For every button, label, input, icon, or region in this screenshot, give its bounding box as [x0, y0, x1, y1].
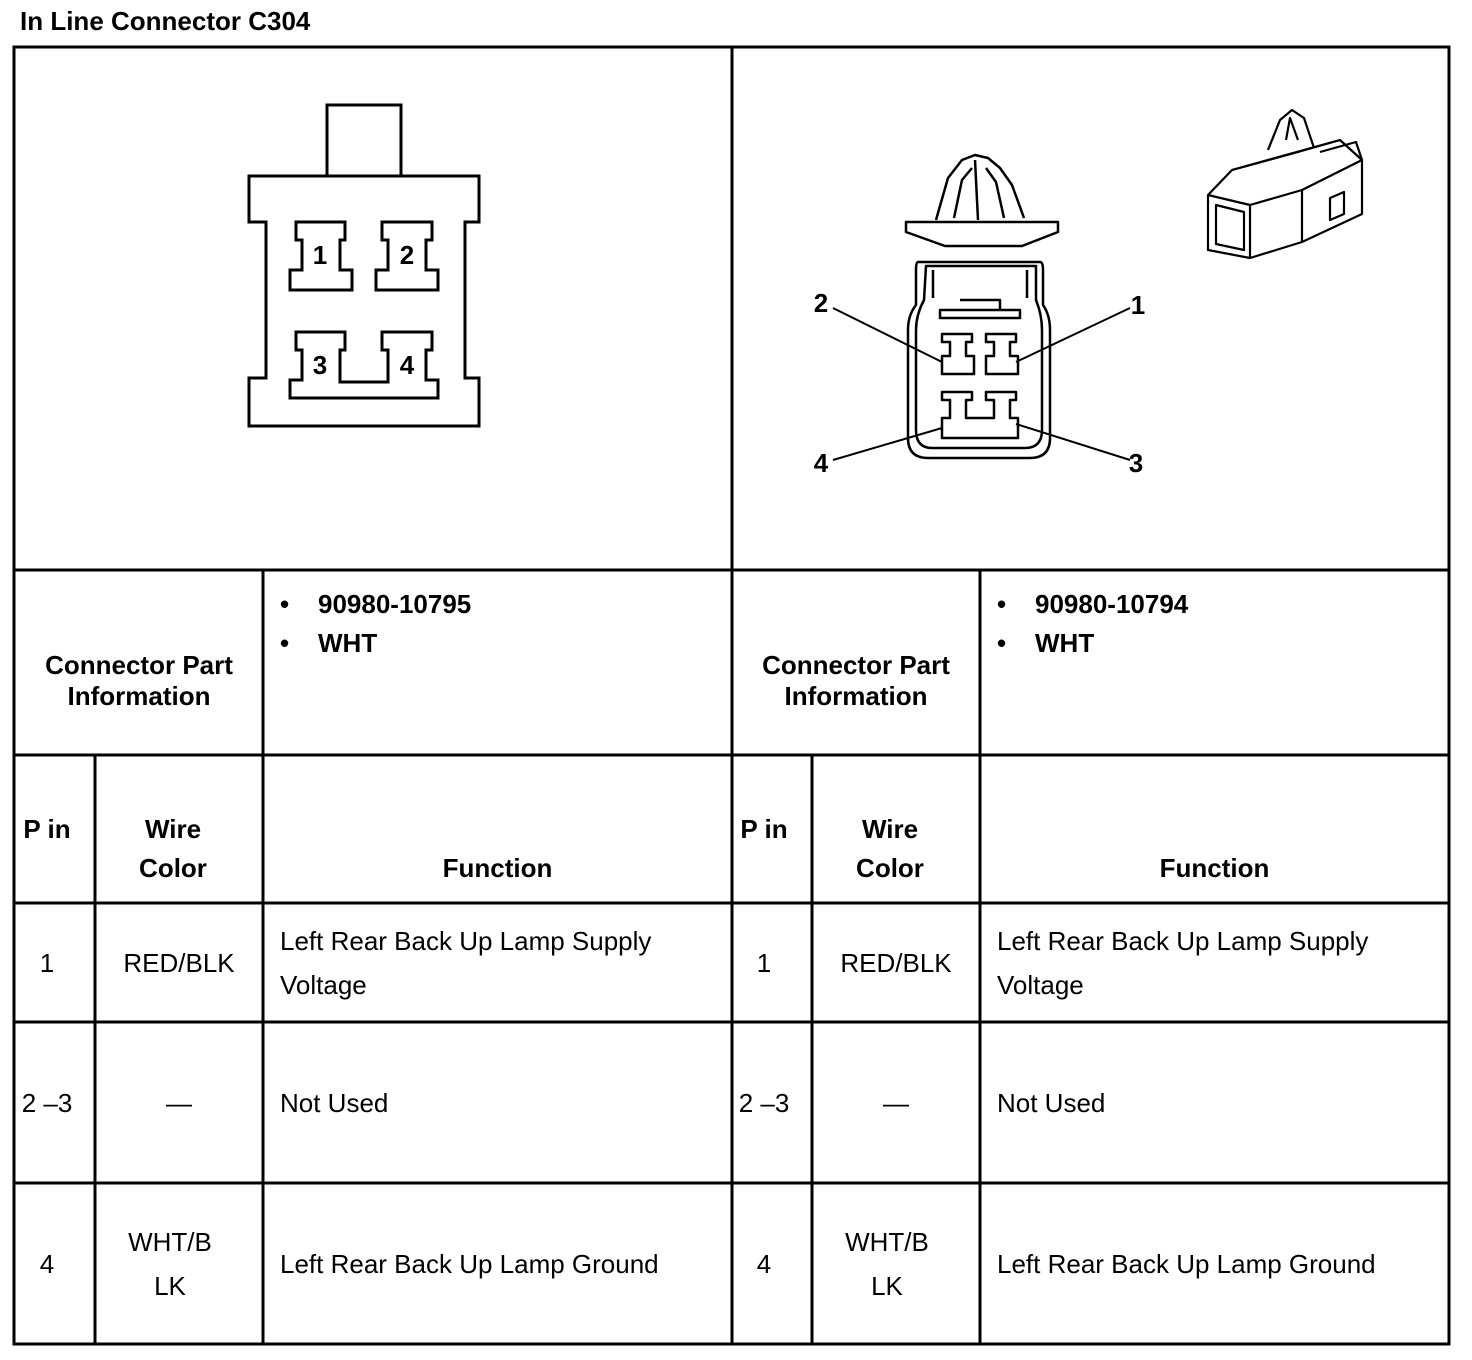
page-title: In Line Connector C304: [20, 6, 311, 36]
part-number: 90980-10795: [280, 585, 720, 624]
pin-callout-label: 1: [1131, 290, 1145, 320]
table-cell-pin: 2 –3: [738, 1087, 790, 1118]
table-cell-function: Not Used: [280, 1087, 389, 1118]
pin-number-label: 3: [313, 350, 327, 380]
table-cell-wire-color: —: [166, 1087, 192, 1118]
pin-number-label: 2: [400, 240, 414, 270]
function-column-header: Function: [442, 853, 553, 883]
table-cell-function: Left Rear Back Up Lamp Ground: [280, 1248, 659, 1279]
terminal-cavity-3-4: [288, 330, 440, 400]
function-column-header: Function: [1159, 853, 1270, 883]
pin-number-label: 4: [400, 350, 415, 380]
pin-callout-label: 4: [814, 448, 829, 478]
table-cell-function: Left Rear Back Up Lamp Supply Voltage: [280, 925, 652, 1000]
terminal-cavity-2: [940, 332, 976, 376]
retaining-clip: [934, 153, 1026, 221]
connector-body: [906, 260, 1052, 460]
connector-housing: [247, 174, 481, 428]
pin-leader-lines: [832, 307, 1131, 461]
terminal-cavity-1: [984, 332, 1020, 376]
wire-color-column-header: Wire Color: [856, 814, 924, 883]
connector-color: WHT: [997, 624, 1437, 663]
pin-column-header: P in: [23, 814, 71, 844]
table-cell-wire-color: WHT/B LK: [845, 1226, 929, 1301]
pin-callout-label: 3: [1129, 448, 1143, 478]
wire-color-column-header: Wire Color: [139, 814, 207, 883]
table-cell-pin: 1: [39, 947, 55, 978]
connector-isometric-view: [1206, 108, 1364, 260]
connector-face-diagram: [247, 103, 481, 428]
table-cell-function: Left Rear Back Up Lamp Ground: [997, 1248, 1376, 1279]
table-cell-pin: 4: [756, 1248, 772, 1279]
table-cell-wire-color: WHT/B LK: [128, 1226, 212, 1301]
part-info-values: 90980-10794 WHT: [997, 585, 1437, 663]
table-cell-function: Left Rear Back Up Lamp Supply Voltage: [997, 925, 1369, 1000]
connector-color: WHT: [280, 624, 720, 663]
terminal-cavity-2: [374, 220, 440, 292]
table-cell-function: Not Used: [997, 1087, 1106, 1118]
connector-front-diagram: [904, 153, 1060, 460]
part-info-values: 90980-10795 WHT: [280, 585, 720, 663]
pin-number-label: 1: [313, 240, 327, 270]
table-cell-pin: 2 –3: [21, 1087, 73, 1118]
pin-callout-label: 2: [814, 288, 828, 318]
table-cell-wire-color: RED/BLK: [840, 947, 952, 978]
terminal-cavity-4-3: [940, 390, 1020, 440]
part-number: 90980-10794: [997, 585, 1437, 624]
terminal-cavity-1: [288, 220, 354, 292]
part-info-label: Connector Part Information: [45, 649, 233, 711]
table-cell-pin: 1: [756, 947, 772, 978]
part-info-label: Connector Part Information: [762, 649, 950, 711]
connector-latch: [325, 103, 403, 176]
pin-column-header: P in: [740, 814, 788, 844]
table-cell-wire-color: RED/BLK: [123, 947, 235, 978]
table-cell-pin: 4: [39, 1248, 55, 1279]
table-cell-wire-color: —: [883, 1087, 909, 1118]
